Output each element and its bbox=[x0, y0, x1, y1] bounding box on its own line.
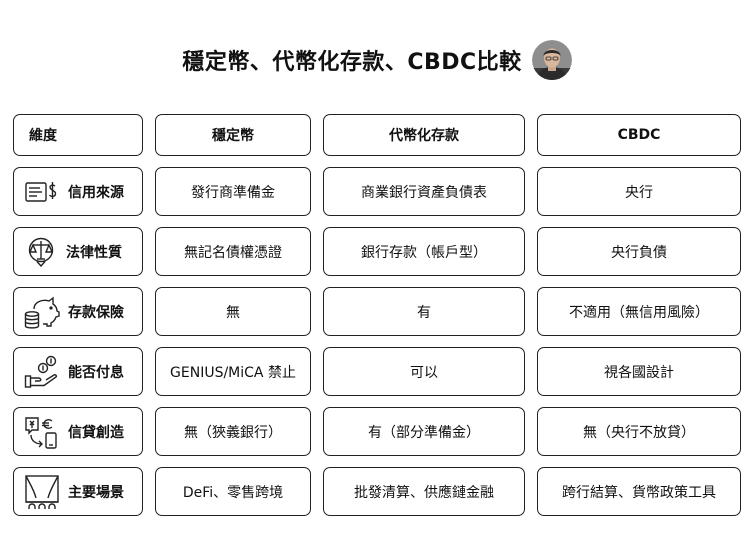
avatar bbox=[531, 40, 572, 80]
row-label-text: 能否付息 bbox=[68, 364, 124, 381]
row-label-credit-source: 信用來源 bbox=[13, 167, 143, 216]
header-cbdc: CBDC bbox=[537, 114, 741, 156]
row-label-credit-creation: 信貸創造 bbox=[13, 407, 143, 456]
cell-cbdc: 視各國設計 bbox=[537, 347, 741, 396]
cell-tokenized-deposit: 有（部分準備金） bbox=[323, 407, 525, 456]
header-tokenized-deposit: 代幣化存款 bbox=[323, 114, 525, 156]
cell-cbdc: 跨行結算、貨幣政策工具 bbox=[537, 467, 741, 516]
cell-tokenized-deposit: 可以 bbox=[323, 347, 525, 396]
cell-stablecoin: 無（狹義銀行） bbox=[155, 407, 311, 456]
row-label-text: 信用來源 bbox=[68, 184, 124, 201]
row-label-text: 法律性質 bbox=[66, 244, 122, 261]
cell-cbdc: 央行 bbox=[537, 167, 741, 216]
row-label-deposit-insurance: 存款保險 bbox=[13, 287, 143, 336]
currency-exchange-icon bbox=[25, 416, 57, 449]
title-bar: 穩定幣、代幣化存款、CBDC比較 bbox=[0, 38, 754, 82]
row-label-text: 信貸創造 bbox=[68, 424, 124, 441]
scales-icon bbox=[28, 237, 54, 267]
cell-cbdc: 無（央行不放貸） bbox=[537, 407, 741, 456]
cell-stablecoin: DeFi、零售跨境 bbox=[155, 467, 311, 516]
header-dimension: 維度 bbox=[13, 114, 143, 156]
cell-stablecoin: 發行商準備金 bbox=[155, 167, 311, 216]
cell-tokenized-deposit: 銀行存款（帳戶型） bbox=[323, 227, 525, 276]
cell-tokenized-deposit: 批發清算、供應鏈金融 bbox=[323, 467, 525, 516]
cell-cbdc: 不適用（無信用風險） bbox=[537, 287, 741, 336]
page-title: 穩定幣、代幣化存款、CBDC比較 bbox=[182, 50, 522, 75]
cell-cbdc: 央行負債 bbox=[537, 227, 741, 276]
cell-tokenized-deposit: 商業銀行資產負債表 bbox=[323, 167, 525, 216]
row-label-text: 存款保險 bbox=[68, 304, 124, 321]
money-document-icon bbox=[25, 181, 57, 202]
cell-tokenized-deposit: 有 bbox=[323, 287, 525, 336]
hand-coins-icon bbox=[24, 355, 58, 388]
row-label-interest: 能否付息 bbox=[13, 347, 143, 396]
row-label-legal-nature: 法律性質 bbox=[13, 227, 143, 276]
cell-stablecoin: 無記名債權憑證 bbox=[155, 227, 311, 276]
piggy-bank-icon bbox=[24, 296, 60, 329]
row-label-text: 主要場景 bbox=[68, 484, 124, 501]
row-label-main-scenario: 主要場景 bbox=[13, 467, 143, 516]
header-stablecoin: 穩定幣 bbox=[155, 114, 311, 156]
cell-stablecoin: GENIUS/MiCA 禁止 bbox=[155, 347, 311, 396]
stage-curtain-icon bbox=[25, 474, 59, 509]
cell-stablecoin: 無 bbox=[155, 287, 311, 336]
